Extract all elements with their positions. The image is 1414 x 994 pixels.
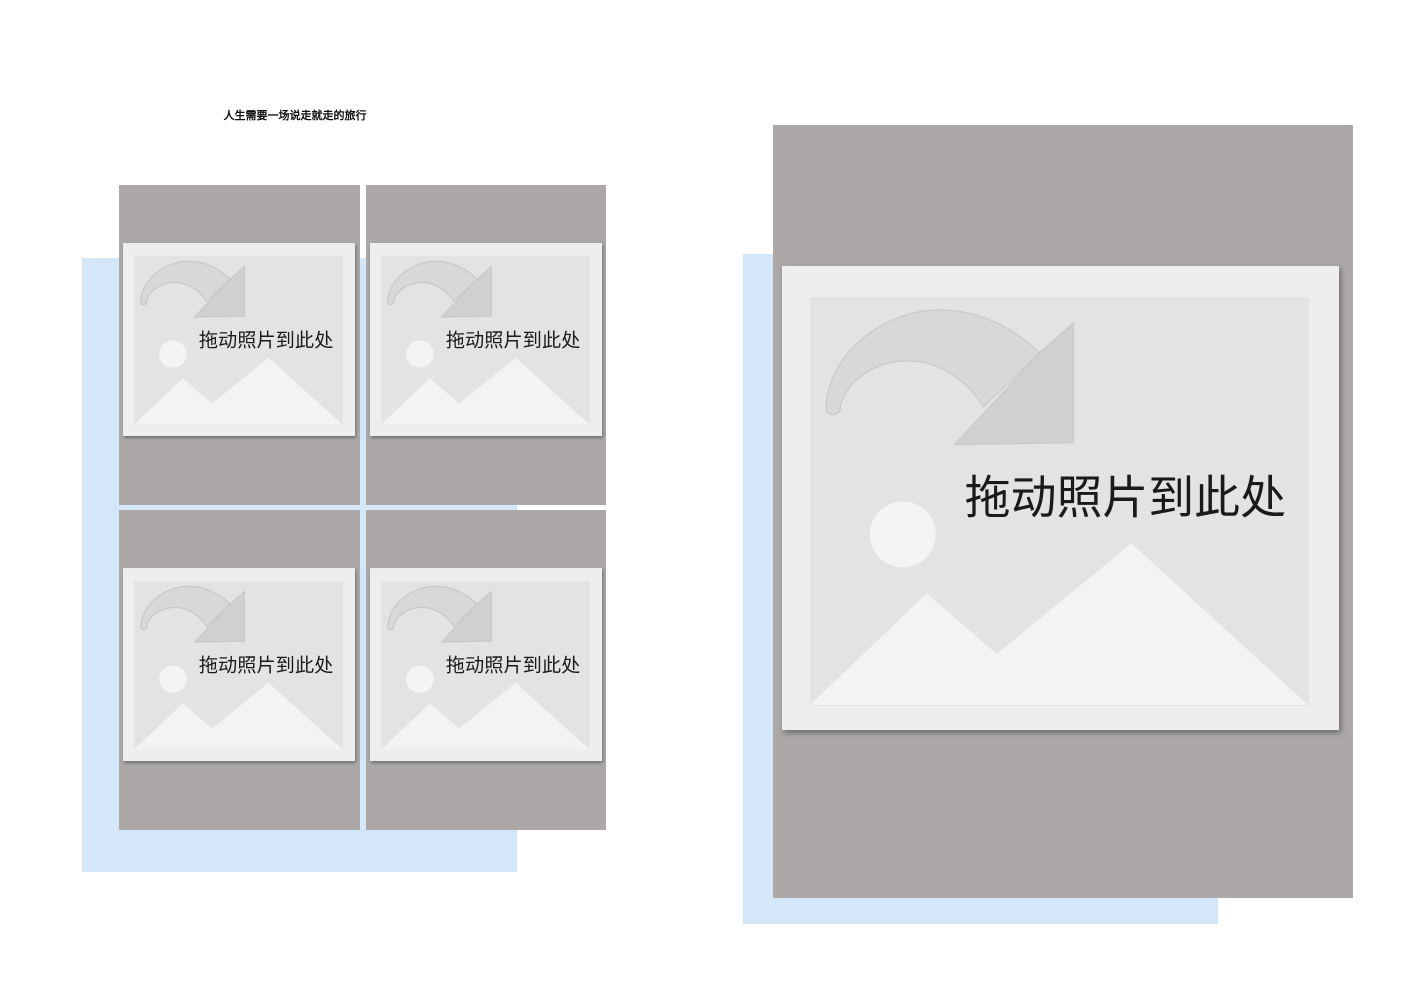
drag-arrow-head-icon: [195, 592, 245, 642]
drag-arrow-head-icon: [442, 592, 492, 642]
photo-slot-2[interactable]: 拖动照片到此处: [366, 185, 606, 505]
sun-icon: [869, 501, 936, 568]
mountains-icon: [381, 682, 590, 750]
placeholder-image-area: 拖动照片到此处: [134, 256, 343, 425]
photo-placeholder[interactable]: 拖动照片到此处: [782, 266, 1339, 730]
drag-arrow-icon: [388, 586, 477, 629]
image-placeholder-icon: 拖动照片到此处: [381, 256, 590, 425]
photo-placeholder[interactable]: 拖动照片到此处: [123, 243, 355, 436]
sun-icon: [406, 340, 434, 368]
drop-hint-label: 拖动照片到此处: [446, 654, 580, 677]
placeholder-image-area: 拖动照片到此处: [134, 581, 343, 750]
image-placeholder-icon: 拖动照片到此处: [134, 256, 343, 425]
drop-hint-label: 拖动照片到此处: [446, 329, 580, 352]
image-placeholder-icon: 拖动照片到此处: [810, 297, 1309, 706]
drag-arrow-head-icon: [442, 267, 492, 317]
drag-arrow-icon: [826, 310, 1040, 415]
image-placeholder-icon: 拖动照片到此处: [134, 581, 343, 750]
photo-slot-1[interactable]: 拖动照片到此处: [119, 185, 360, 505]
drag-arrow-icon: [141, 261, 230, 304]
photo-placeholder[interactable]: 拖动照片到此处: [370, 243, 602, 436]
drag-arrow-head-icon: [955, 323, 1074, 445]
mountains-icon: [810, 543, 1309, 706]
mountains-icon: [381, 357, 590, 425]
drop-hint-label: 拖动照片到此处: [199, 654, 333, 677]
photo-slot-large[interactable]: 拖动照片到此处: [773, 125, 1353, 898]
sun-icon: [406, 665, 434, 693]
mountains-icon: [134, 682, 343, 750]
photo-slot-4[interactable]: 拖动照片到此处: [366, 510, 606, 830]
sun-icon: [159, 665, 187, 693]
photo-slot-3[interactable]: 拖动照片到此处: [119, 510, 360, 830]
page-title: 人生需要一场说走就走的旅行: [223, 109, 367, 122]
drag-arrow-icon: [141, 586, 230, 629]
placeholder-image-area: 拖动照片到此处: [381, 256, 590, 425]
drop-hint-label: 拖动照片到此处: [199, 329, 333, 352]
drag-arrow-head-icon: [195, 267, 245, 317]
sun-icon: [159, 340, 187, 368]
drag-arrow-icon: [388, 261, 477, 304]
photo-placeholder[interactable]: 拖动照片到此处: [123, 568, 355, 761]
placeholder-image-area: 拖动照片到此处: [381, 581, 590, 750]
image-placeholder-icon: 拖动照片到此处: [381, 581, 590, 750]
placeholder-image-area: 拖动照片到此处: [810, 297, 1309, 706]
mountains-icon: [134, 357, 343, 425]
photo-placeholder[interactable]: 拖动照片到此处: [370, 568, 602, 761]
drop-hint-label: 拖动照片到此处: [965, 471, 1286, 525]
